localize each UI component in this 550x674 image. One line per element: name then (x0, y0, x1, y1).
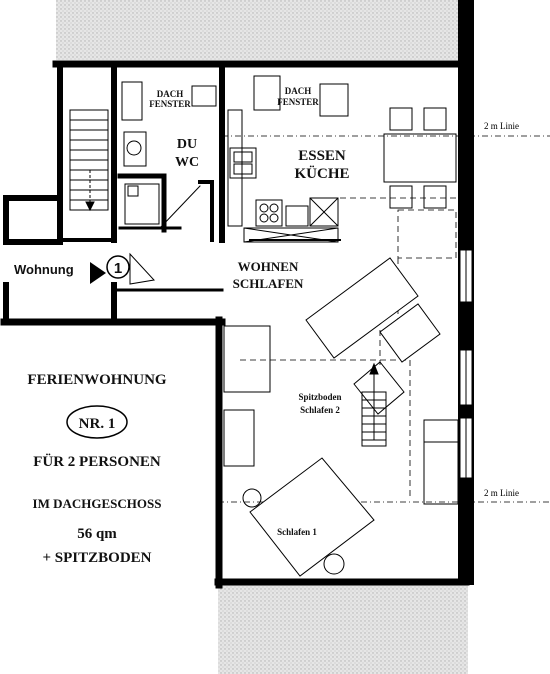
bathroom-fixtures (123, 131, 160, 225)
roof-area-top (56, 0, 459, 60)
label-wc: WC (175, 155, 199, 170)
label-line-bottom: 2 m Linie (484, 488, 519, 498)
living-furniture (223, 325, 459, 505)
roof-area-bottom (218, 585, 468, 674)
label-wohnen: WOHNEN (238, 259, 299, 274)
info-area: 56 qm (77, 526, 117, 542)
entrance-number-circle (106, 255, 130, 279)
label-schlafen-1: Schlafen 1 (277, 527, 317, 537)
info-badge-text: NR. 1 (79, 416, 116, 432)
label-du: DU (177, 137, 197, 152)
label-schlafen-2: Schlafen 2 (300, 405, 340, 415)
label-line-top: 2 m Linie (484, 121, 519, 131)
info-floor: IM DACHGESCHOSS (33, 496, 162, 511)
ladder-spitzboden (353, 361, 405, 447)
label-dachfenster-left-2: FENSTER (149, 99, 191, 109)
info-badge-ellipse (66, 405, 128, 439)
info-title: FERIENWOHNUNG (27, 372, 167, 388)
info-spitzboden: + SPITZBODEN (43, 550, 152, 566)
label-wohnung: Wohnung (14, 262, 74, 277)
entrance-marker (90, 252, 155, 285)
label-dachfenster-left-1: DACH (157, 89, 184, 99)
label-dachfenster-right-2: FENSTER (277, 97, 319, 107)
entrance-number: 1 (114, 260, 122, 277)
label-kueche: KÜCHE (294, 165, 349, 182)
kitchen (227, 109, 339, 243)
label-essen: ESSEN (298, 148, 346, 164)
info-persons: FÜR 2 PERSONEN (33, 453, 161, 470)
label-schlafen: SCHLAFEN (233, 276, 304, 291)
staircase-main (69, 109, 109, 212)
bed-schlafen-1 (242, 457, 375, 577)
windows (459, 249, 473, 479)
skylights (121, 75, 349, 121)
sofa (305, 257, 441, 363)
label-dachfenster-right-1: DACH (285, 86, 312, 96)
label-spitzboden: Spitzboden (298, 392, 341, 402)
dining-table (383, 107, 457, 209)
